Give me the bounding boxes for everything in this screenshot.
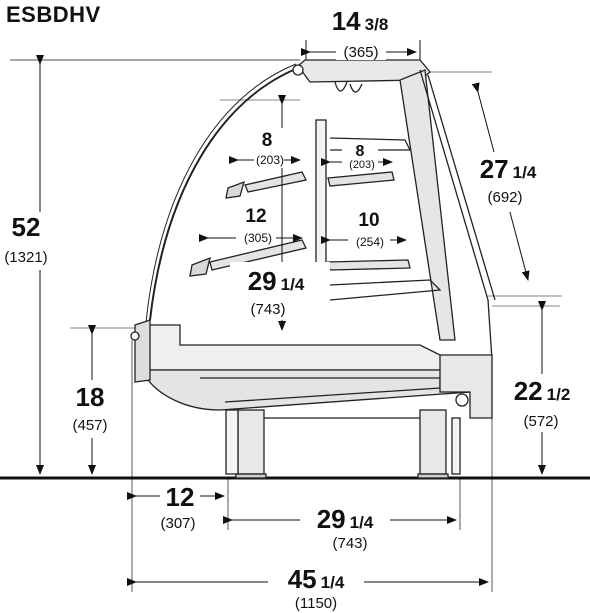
front-overhang-in: 12 <box>166 482 195 512</box>
upper-front-shelf <box>244 171 307 193</box>
overall-depth-mm: (1150) <box>295 595 337 612</box>
shelf-lower-rear-mm: (254) <box>356 235 384 249</box>
glass-length-mm: (692) <box>487 189 522 206</box>
shelf-lower-front-mm: (305) <box>244 231 272 245</box>
upper-rear-shelf <box>327 171 395 187</box>
front-panel <box>134 319 151 383</box>
front-height-mm: (457) <box>72 417 107 434</box>
lower-rear-shelf <box>327 259 411 271</box>
shelf-upper-rear-mm: (203) <box>349 159 375 171</box>
front-overhang-mm: (307) <box>160 515 195 532</box>
base-depth-mm: (743) <box>332 535 367 552</box>
overall-height-mm: (1321) <box>4 249 47 266</box>
lower-tub <box>147 369 471 411</box>
interior-height-mm: (743) <box>250 301 285 318</box>
rear-height-mm: (572) <box>523 413 558 430</box>
shelf-upper-front-mm: (203) <box>256 153 284 167</box>
top-depth-mm: (365) <box>343 44 378 61</box>
front-height-in: 18 <box>76 382 105 412</box>
left-leg <box>237 409 265 475</box>
shelf-upper-rear-in: 8 <box>356 143 365 160</box>
display-case <box>130 59 496 479</box>
deck <box>139 324 481 371</box>
rear-frame <box>399 69 456 341</box>
shelf-lower-front-in: 12 <box>245 206 266 227</box>
rear-cabinet <box>439 354 493 419</box>
model-title: ESBDHV <box>6 2 101 27</box>
right-leg <box>419 409 447 475</box>
curved-front-glass <box>149 67 299 321</box>
shelf-lower-rear-in: 10 <box>358 210 379 231</box>
shelf-upper-front-in: 8 <box>262 130 273 151</box>
overall-height-in: 52 <box>12 212 41 242</box>
